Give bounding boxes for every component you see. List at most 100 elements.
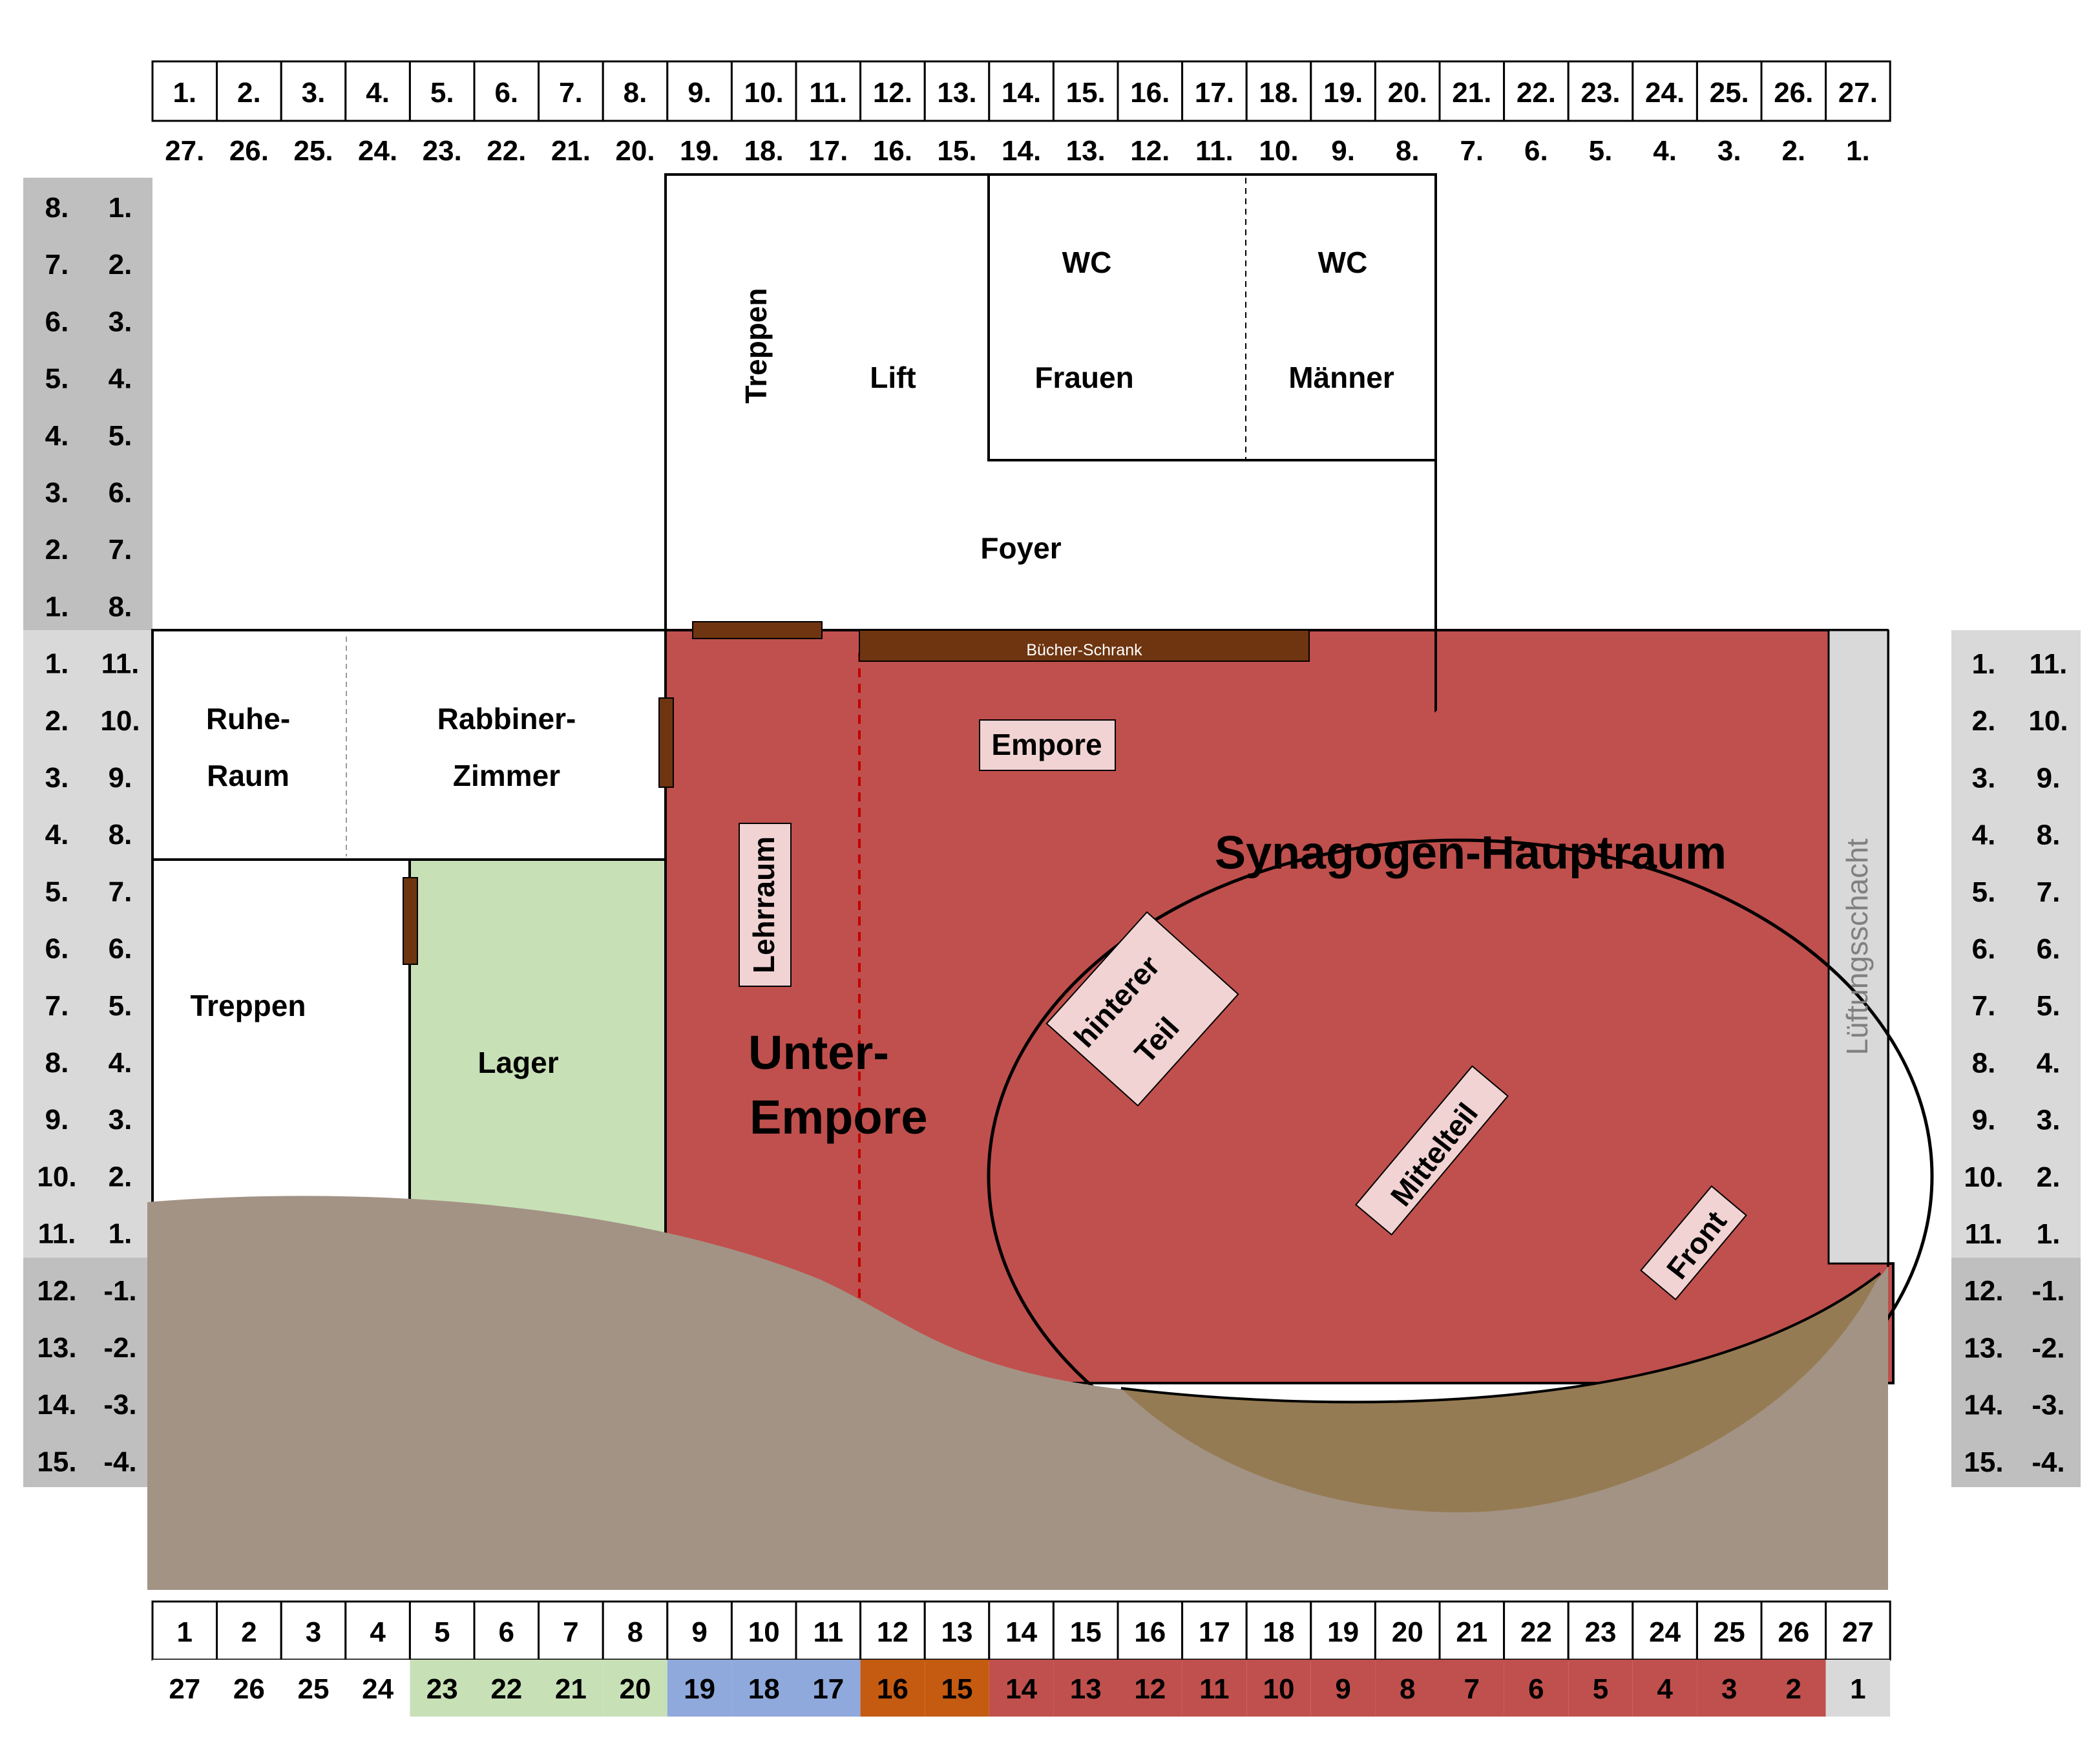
bottom-axis-color-cell [538,1660,604,1717]
top-axis-label: 19. [1323,77,1363,109]
right-axis-label-2: 3. [2037,1105,2061,1136]
left-axis-label: 6. [45,306,69,337]
hauptraum-label: Synagogen-Hauptraum [1215,827,1727,879]
left-axis-label: 5. [45,876,69,907]
right-axis-label-2: 11. [2030,648,2068,680]
frauen-label: Frauen [1034,361,1133,394]
door-rabbiner [658,697,674,788]
top-axis-cell [795,60,862,122]
bottom-axis-label: 7 [563,1616,578,1648]
top-axis-label-2: 25. [293,135,333,167]
top-axis-cell [344,60,411,122]
bottom-axis-label: 27 [1842,1616,1874,1648]
right-axis-label: 13. [1964,1332,2003,1364]
top-axis-label-2: 26. [229,135,269,167]
top-axis-cell [1503,60,1570,122]
bottom-axis-label-2: 15 [941,1673,973,1705]
left-axis-label-2: 3. [109,1104,132,1136]
bottom-axis-label: 8 [627,1616,643,1648]
bottom-axis-label-2: 27 [169,1673,200,1705]
left-axis-label-2: 4. [109,1047,132,1079]
left-axis-label: 1. [45,648,69,680]
bottom-axis-cell [1245,1600,1312,1661]
top-axis-cell [1181,60,1248,122]
bottom-axis-color-cell [1118,1660,1182,1717]
top-axis-cell [216,60,282,122]
top-axis-cell [1567,60,1634,122]
right-axis-label: 4. [1972,820,1996,851]
right-axis-label-2: 9. [2037,762,2061,794]
top-axis-label: 10. [744,77,784,109]
right-axis-label: 14. [1964,1390,2003,1421]
top-axis-label-2: 9. [1331,135,1355,167]
top-axis-label: 12. [873,77,912,109]
bottom-axis-label-2: 20 [620,1673,651,1705]
left-axis-label-2: 4. [109,363,132,395]
right-axis-label: 12. [1964,1275,2003,1307]
left-axis-label-2: 7. [109,876,132,907]
unter-empore-label-1: Unter- [748,1026,889,1079]
left-axis-label: 12. [37,1275,76,1307]
top-axis-label-2: 15. [937,135,976,167]
bottom-axis-cell [859,1600,926,1661]
top-axis-label: 17. [1195,77,1234,109]
left-axis-label: 13. [37,1332,76,1364]
bottom-axis-label: 19 [1327,1616,1359,1648]
top-axis-cell [988,60,1055,122]
bottom-axis-color-cell [989,1660,1054,1717]
bottom-axis-label: 4 [370,1616,386,1648]
bottom-axis-cell [1117,1600,1184,1661]
maenner-label: Männer [1288,361,1394,394]
right-axis-label-2: -1. [2032,1275,2064,1307]
right-axis-label: 3. [1972,762,1996,794]
right-axis-label-2: 6. [2037,933,2061,965]
bottom-axis-label: 18 [1263,1616,1295,1648]
rabbiner-label-1: Rabbiner- [437,702,576,735]
ruhe-label-1: Ruhe- [206,702,290,735]
right-axis-label-2: -2. [2032,1332,2064,1364]
bottom-axis-color-cell [667,1660,732,1717]
left-axis-label-2: -1. [103,1275,136,1307]
bottom-axis-label-2: 10 [1263,1673,1295,1705]
bottom-axis-label-2: 19 [684,1673,715,1705]
lueftungsschacht-label: Lüftungsschacht [1840,838,1874,1055]
bottom-axis-label: 14 [1005,1616,1037,1648]
top-axis-cell [408,60,476,122]
bottom-axis-label-2: 24 [362,1673,394,1705]
dome-ground-overlap [1121,1273,1880,1512]
bottom-axis-color-cell [1310,1660,1376,1717]
bottom-axis-label: 9 [691,1616,707,1648]
bottom-axis-cell [1567,1600,1634,1661]
hall-inset-fill [1436,630,1888,1267]
left-axis-label: 14. [37,1389,76,1421]
bottom-axis-label-2: 1 [1850,1673,1865,1705]
left-axis-label: 10. [37,1161,76,1192]
bottom-axis-label-2: 6 [1528,1673,1544,1705]
bottom-axis-color-cell [796,1660,861,1717]
bottom-axis-label: 22 [1520,1616,1552,1648]
left-axis-label-2: -4. [103,1446,136,1477]
top-axis-cell [1245,60,1312,122]
top-axis-label-2: 8. [1396,135,1420,167]
top-axis-label: 2. [237,77,261,109]
bottom-axis-label: 26 [1778,1616,1809,1648]
furniture [403,621,1310,965]
top-axis-label-2: 4. [1653,135,1677,167]
top-axis-label: 16. [1130,77,1170,109]
left-axis-label-2: 7. [109,534,132,566]
top-axis-label: 27. [1838,77,1878,109]
right-axis-label-2: 2. [2037,1161,2061,1193]
left-axis-label-2: 2. [109,1161,132,1192]
top-axis-label-2: 7. [1460,135,1484,167]
top-axis-label: 22. [1517,77,1556,109]
bottom-axis-color-cell [152,1660,217,1717]
bottom-axis-cell [666,1600,733,1661]
bottom-axis-label: 20 [1392,1616,1423,1648]
bottom-axis-label-2: 8 [1400,1673,1415,1705]
top-axis-label-2: 2. [1781,135,1805,167]
left-axis-label-2: -2. [103,1332,136,1364]
bottom-axis-color-cell [1182,1660,1247,1717]
left-axis-label: 6. [45,933,69,965]
bottom-axis-label: 6 [499,1616,514,1648]
